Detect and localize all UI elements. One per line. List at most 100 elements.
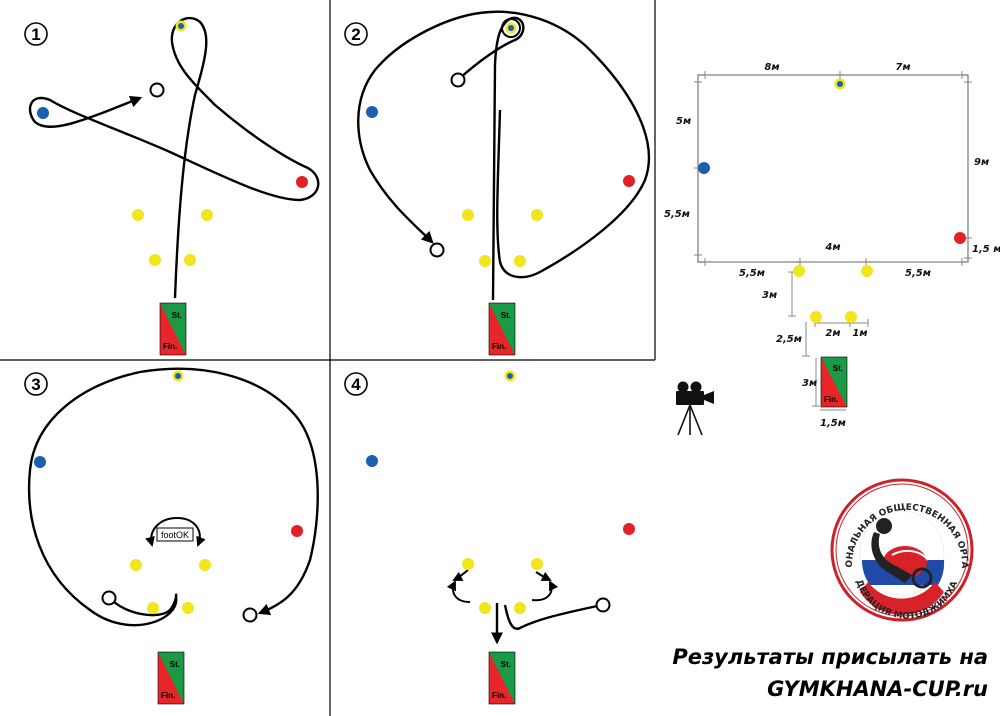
dim-middle: 4м (824, 242, 840, 253)
turn-arrow (452, 569, 469, 581)
federation-logo: МЕЖРЕГИОНАЛЬНАЯ ОБЩЕСТВЕННАЯ ОРГАНИЗАЦИЯ… (0, 0, 974, 622)
panel-number-badge: 4 (344, 372, 368, 396)
panel-number-badge: 2 (344, 22, 368, 46)
start-label: St. (501, 311, 511, 320)
cone-top-center (175, 373, 181, 379)
cone-top-center (508, 25, 514, 31)
dim-bottom-right: 5,5м (905, 268, 931, 279)
cone-yellow (479, 602, 491, 614)
panel-number: 2 (351, 25, 360, 44)
panel-4: 4 St. Fin. (344, 370, 635, 705)
finish-label: Fin. (492, 691, 506, 700)
start-marker (595, 597, 611, 613)
start-label: St. (172, 311, 182, 320)
cone-yellow (182, 602, 194, 614)
dim-right-lower: 1,5 м (972, 244, 1000, 255)
panel-3: 3 footOK St. Fin. (24, 367, 319, 705)
dim-right-upper: 9м (974, 157, 989, 168)
foot-ok-sign: footOK (156, 527, 194, 542)
turn-arrow (535, 571, 552, 581)
dim-box-height: 3м (802, 378, 817, 389)
cone-yellow (810, 311, 822, 323)
start-label: St. (501, 660, 511, 669)
cone-top-center (178, 23, 184, 29)
panel-number-badge: 3 (24, 372, 48, 396)
logo-bottom-text: ФЕДЕРАЦИЯ МОТОДЖИМХАНЫ (0, 0, 960, 622)
dim-to-start: 2,5м (776, 334, 802, 345)
dim-gate-depth: 3м (762, 290, 777, 301)
panel-number: 4 (351, 375, 361, 394)
dimension-lines (694, 71, 972, 411)
results-site-link[interactable]: GYMKHANA-CUP.ru (767, 677, 988, 701)
start-finish-box: St. Fin. (157, 651, 185, 705)
turn-arrow (531, 580, 559, 602)
cone-yellow (147, 602, 159, 614)
results-line: Результаты присылать на (672, 645, 988, 669)
finish-marker (149, 82, 165, 98)
dim-top-left: 8м (764, 62, 779, 73)
panel-number: 3 (31, 375, 40, 394)
finish-marker (429, 242, 445, 258)
cone-blue (34, 456, 46, 468)
dim-top-right: 7м (895, 62, 910, 73)
cone-blue (698, 162, 710, 174)
cone-yellow (201, 209, 213, 221)
dim-bottom-left: 5,5м (739, 268, 765, 279)
panel-dividers (0, 0, 656, 716)
start-finish-box: St. Fin. (488, 651, 516, 705)
finish-marker (242, 607, 258, 623)
motorcycle-icon (871, 518, 933, 589)
start-label: St. (833, 364, 843, 373)
finish-label: Fin. (161, 691, 175, 700)
dim-left-upper: 5м (676, 116, 691, 127)
cone-yellow (531, 558, 543, 570)
scheme-outline (697, 74, 969, 263)
dim-box-width: 1,5м (820, 418, 846, 429)
route-path (27, 367, 319, 627)
cone-yellow (132, 209, 144, 221)
panel-1: 1 St. Fin. (24, 16, 320, 356)
cone-yellow (479, 255, 491, 267)
start-finish-box: St. Fin. (820, 356, 848, 408)
foot-ok-arrow (145, 516, 206, 547)
finish-label: Fin. (824, 395, 838, 404)
dim-pair-width: 2м (825, 328, 840, 339)
cone-yellow (861, 265, 873, 277)
turn-arrow (446, 580, 471, 603)
route-path (503, 604, 598, 630)
cone-top-ring (501, 18, 521, 38)
route-path (28, 16, 320, 299)
panel-number-badge: 1 (24, 22, 48, 46)
panel-number: 1 (31, 25, 40, 44)
start-finish-box: St. Fin. (488, 302, 516, 356)
cone-yellow (184, 254, 196, 266)
cone-blue (366, 106, 378, 118)
cone-red (296, 176, 308, 188)
dim-left-lower: 5,5м (664, 209, 690, 220)
finish-label: Fin. (492, 342, 506, 351)
cone-red (291, 525, 303, 537)
route-path (459, 16, 525, 301)
cone-yellow (130, 559, 142, 571)
cone-yellow (531, 209, 543, 221)
cone-yellow (149, 254, 161, 266)
cone-yellow (514, 602, 526, 614)
cone-blue (37, 107, 49, 119)
start-label: St. (170, 660, 180, 669)
route-path (357, 10, 651, 279)
cone-yellow (462, 558, 474, 570)
cone-yellow (845, 311, 857, 323)
logo-top-text: МЕЖРЕГИОНАЛЬНАЯ ОБЩЕСТВЕННАЯ ОРГАНИЗАЦИЯ (0, 0, 969, 569)
start-marker (450, 72, 466, 88)
cone-red (623, 175, 635, 187)
cone-yellow (462, 209, 474, 221)
cone-yellow (514, 255, 526, 267)
cone-blue (366, 455, 378, 467)
dimension-scheme: St. Fin. 8м 7м 5м 5,5м 9м 1,5 м 4м 5,5м … (664, 62, 1000, 429)
start-marker (101, 590, 117, 606)
cone-red (954, 232, 966, 244)
foot-ok-label: footOK (161, 530, 189, 540)
start-finish-box: St. Fin. (159, 302, 187, 356)
video-camera-icon (676, 381, 714, 436)
